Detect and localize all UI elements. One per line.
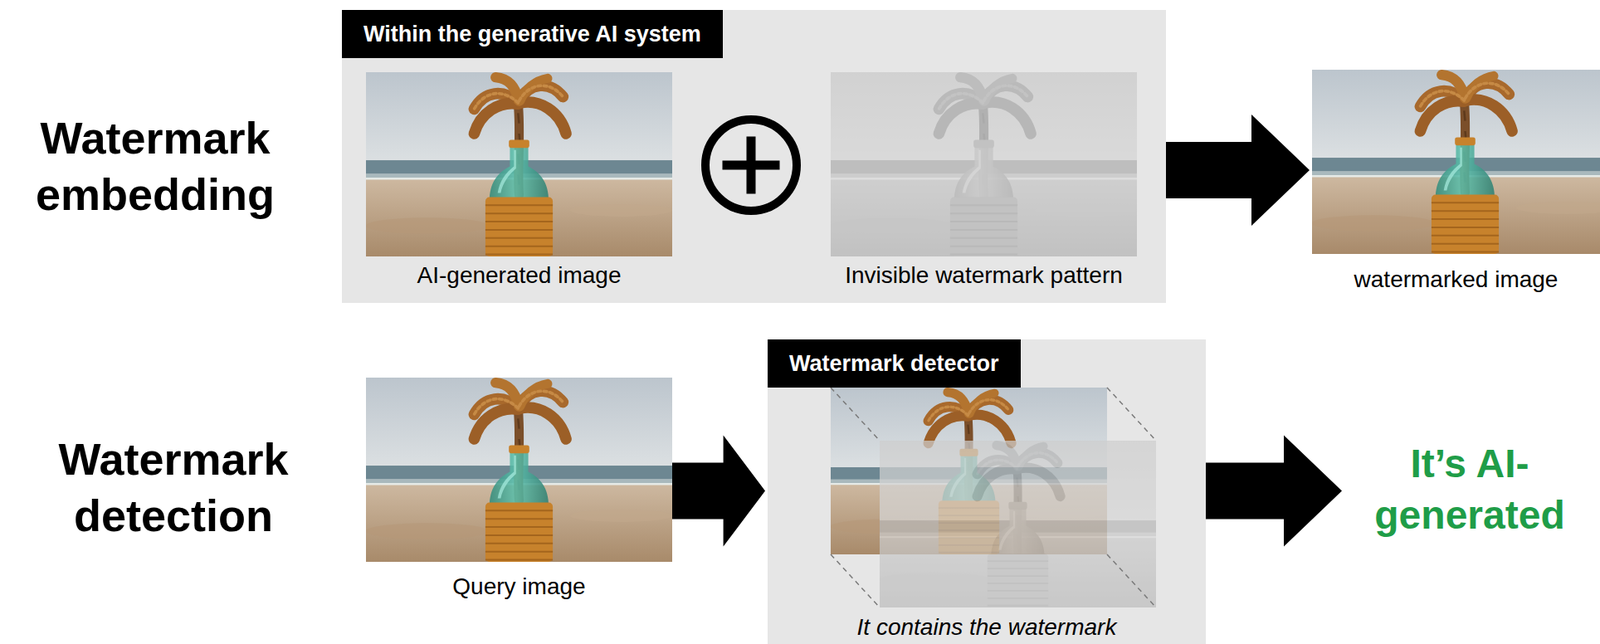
result-node: It’s AI-generated bbox=[1344, 438, 1596, 542]
detector-panel: Watermark detector It contains the waterm… bbox=[767, 339, 1206, 644]
verdict-text: It’s AI-generated bbox=[1344, 438, 1596, 542]
ai-image bbox=[365, 72, 673, 257]
image-node: AI-generated image bbox=[365, 72, 673, 297]
system-panel: Within the generative AI system AI-gener… bbox=[341, 9, 1166, 303]
block-arrow bbox=[672, 435, 766, 547]
image-node: Query image bbox=[365, 377, 673, 602]
detector-caption: It contains the watermark bbox=[767, 613, 1206, 642]
watermarked-image bbox=[1312, 69, 1600, 254]
query-image bbox=[365, 377, 673, 562]
row-label: Watermark detection bbox=[32, 430, 315, 544]
image-caption: AI-generated image bbox=[365, 261, 673, 290]
watermark-pattern-image bbox=[830, 72, 1137, 257]
perspective-lines bbox=[830, 387, 1157, 608]
image-caption: watermarked image bbox=[1312, 265, 1600, 294]
block-arrow bbox=[1165, 114, 1310, 226]
image-caption: Query image bbox=[365, 572, 673, 601]
image-node: Invisible watermark pattern bbox=[830, 72, 1137, 297]
row-label: Watermark embedding bbox=[14, 109, 297, 223]
image-caption: Invisible watermark pattern bbox=[830, 261, 1137, 290]
block-arrow bbox=[1205, 435, 1342, 547]
image-node: watermarked image bbox=[1312, 69, 1600, 298]
watermark-pattern-overlay bbox=[879, 440, 1157, 608]
panel-heading: Within the generative AI system bbox=[341, 9, 723, 59]
detector-heading: Watermark detector bbox=[767, 339, 1021, 388]
